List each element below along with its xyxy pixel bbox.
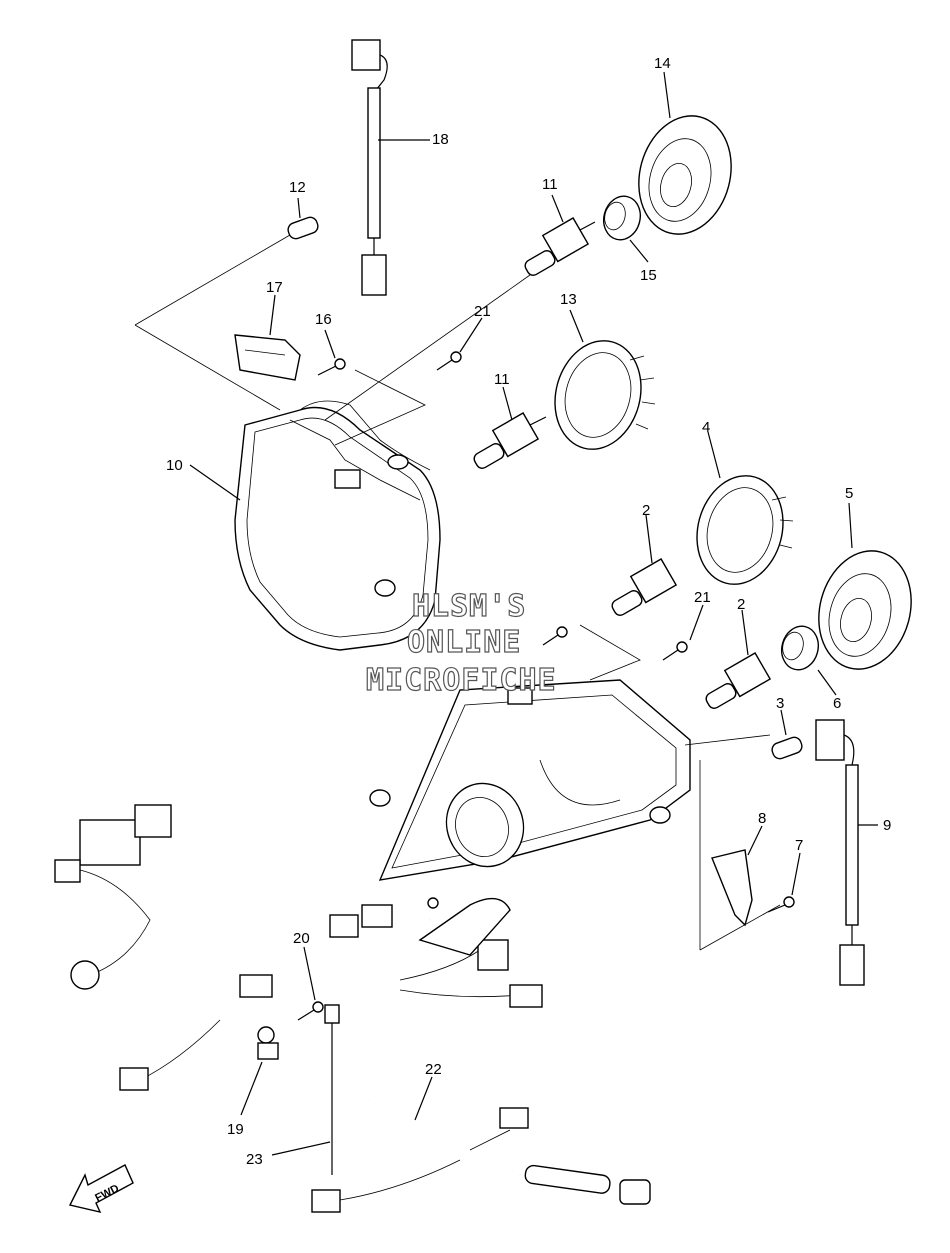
callout-23: 23 [246,1151,263,1168]
callout-8: 8 [758,810,766,827]
forward-arrow: FWD [68,1164,134,1214]
callout-labels: 14 18 12 11 15 17 13 16 21 11 4 10 5 2 2… [166,55,891,1168]
watermark-line-3: MICROFICHE [366,663,557,698]
socket-cover-13 [554,340,656,450]
rubber-cap-15 [603,195,641,241]
callout-15: 15 [640,267,657,284]
headlight-housing-lower [369,679,691,881]
clamp-19 [257,1026,279,1060]
socket-cover-14 [638,115,732,235]
headlight-housing-upper [234,400,441,651]
callout-21-upper: 21 [474,303,491,320]
lamp-12 [287,216,319,240]
callout-11-lower: 11 [494,371,510,388]
lamp-3 [771,736,803,760]
assembly-guides-upper [134,234,531,446]
cable-tie-23 [324,1004,340,1175]
rubber-cap-6 [781,625,819,671]
callout-16: 16 [315,311,332,328]
callout-20: 20 [293,930,310,947]
socket-cover-5 [818,550,912,670]
callout-17: 17 [266,279,283,296]
callout-21-lower: 21 [694,589,711,606]
callout-3: 3 [776,695,784,712]
callout-9: 9 [883,817,891,834]
callout-2-upper: 2 [642,502,650,519]
callout-14: 14 [654,55,671,72]
screw-21-lower [542,626,688,661]
callout-19: 19 [227,1121,244,1138]
assembly-guides-lower [579,624,781,951]
wire-lead-9 [815,719,865,986]
callout-10: 10 [166,457,183,474]
callout-13: 13 [560,291,577,308]
callout-22: 22 [425,1061,442,1078]
wire-harness-22 [54,804,651,1213]
bracket-17 [234,334,301,381]
bulb-lower-1 [611,558,678,616]
callout-5: 5 [845,485,853,502]
wire-lead-18 [351,39,388,296]
bulb-lower-2 [705,652,772,709]
callout-18: 18 [432,131,449,148]
watermark-line-1: HLSM'S [412,589,526,624]
callout-11-upper: 11 [542,176,558,193]
bracket-8 [711,849,753,927]
screw-20 [297,1001,324,1021]
socket-cover-4 [696,475,794,585]
callout-7: 7 [795,837,803,854]
callout-4: 4 [702,419,710,436]
screw-16 [317,358,346,376]
watermark: HLSM'S ONLINE MICROFICHE [365,588,557,698]
screw-21-upper [436,351,462,371]
bulb-upper-low [473,412,547,469]
callout-2-lower: 2 [737,596,745,613]
callout-6: 6 [833,695,841,712]
bulb-upper-high [524,217,596,276]
callout-12: 12 [289,179,306,196]
screw-7 [767,896,795,913]
watermark-line-2: ONLINE [407,625,521,660]
leader-lines [189,71,878,1156]
